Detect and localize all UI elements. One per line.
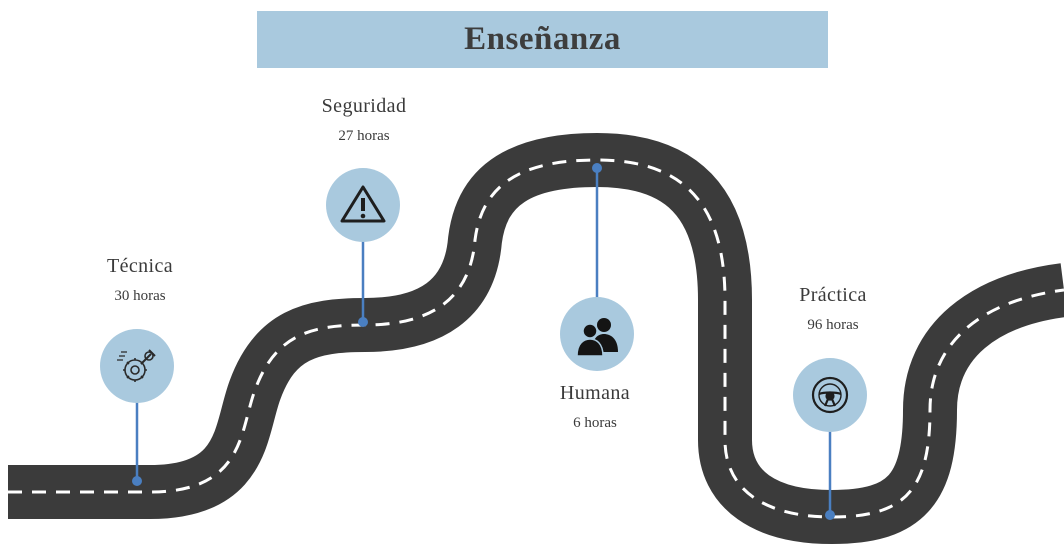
stage-name: Seguridad	[321, 95, 407, 117]
road	[8, 133, 1064, 544]
stage-label-practica: Práctica 96 horas	[799, 284, 867, 334]
stage-hours: 30 horas	[114, 288, 166, 304]
stage-name: Humana	[559, 382, 631, 404]
stage-marker-humana	[560, 163, 634, 371]
stage-marker-seguridad	[326, 168, 400, 327]
warning-triangle-icon	[340, 185, 386, 223]
stage-marker-tecnica	[100, 329, 174, 486]
page-title: Enseñanza	[464, 21, 621, 57]
marker-dot	[592, 163, 602, 173]
steering-wheel-icon	[811, 376, 849, 414]
gear-wrench-icon	[117, 349, 156, 382]
stage-label-seguridad: Seguridad 27 horas	[322, 95, 407, 145]
title-banner: Enseñanza	[257, 11, 828, 68]
marker-dot	[825, 510, 835, 520]
road-center-dash	[8, 158, 1064, 519]
stage-hours: 27 horas	[338, 128, 390, 144]
stage-hours: 6 horas	[573, 415, 617, 431]
stage-label-tecnica: Técnica 30 horas	[107, 255, 173, 305]
stage-label-humana: Humana 6 horas	[560, 382, 630, 432]
stage-name: Práctica	[799, 284, 867, 306]
stage-marker-practica	[793, 358, 867, 520]
marker-dot	[132, 476, 142, 486]
marker-dot	[358, 317, 368, 327]
people-icon	[576, 318, 618, 357]
stage-hours: 96 horas	[807, 317, 859, 333]
road-surface	[8, 133, 1064, 544]
stage-name: Técnica	[106, 255, 174, 277]
